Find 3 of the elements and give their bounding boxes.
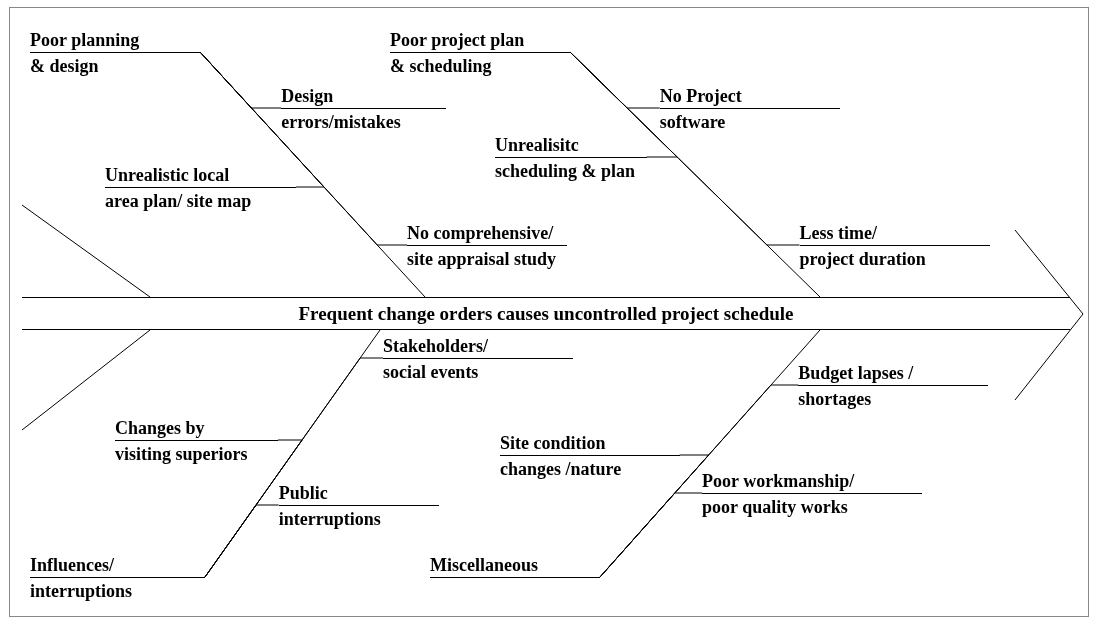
spine-band: Frequent change orders causes uncontrolled project schedule	[22, 297, 1070, 330]
bone-line	[569, 51, 800, 246]
bone-line	[599, 329, 821, 578]
